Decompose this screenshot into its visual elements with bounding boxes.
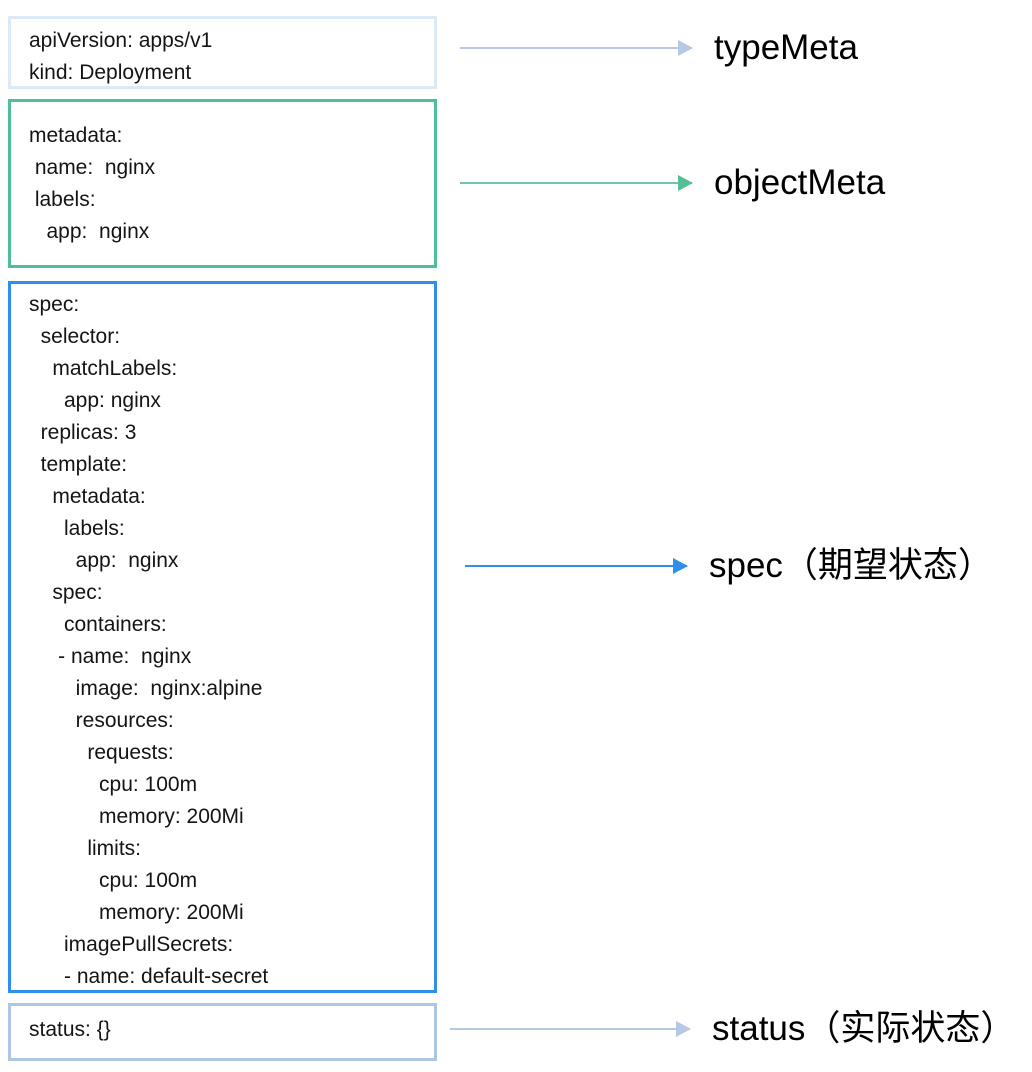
yaml-line: cpu: 100m xyxy=(29,869,198,892)
annotation-objectmeta: objectMeta xyxy=(460,163,885,203)
yaml-lines-typemeta: apiVersion: apps/v1 kind: Deployment xyxy=(11,19,434,99)
yaml-line: replicas: 3 xyxy=(29,421,137,444)
yaml-line: memory: 200Mi xyxy=(29,901,244,924)
annotation-label-typemeta: typeMeta xyxy=(714,28,858,67)
yaml-line: labels: xyxy=(29,517,125,540)
yaml-line: resources: xyxy=(29,709,174,732)
yaml-lines-status: status: {} xyxy=(11,1006,434,1056)
yaml-line: spec: xyxy=(29,293,80,316)
yaml-line: template: xyxy=(29,453,128,476)
yaml-line: spec: xyxy=(29,581,103,604)
yaml-line: metadata: xyxy=(29,124,123,147)
yaml-line: labels: xyxy=(29,188,96,211)
annotation-typemeta: typeMeta xyxy=(460,28,858,68)
annotation-label-objectmeta: objectMeta xyxy=(714,163,886,202)
yaml-line: imagePullSecrets: xyxy=(29,933,234,956)
annotation-spec: spec（期望状态） xyxy=(465,546,993,586)
yaml-line: app: nginx xyxy=(29,220,150,243)
yaml-line: app: nginx xyxy=(29,389,161,412)
annotation-label-status: status（实际状态） xyxy=(712,1009,1016,1048)
yaml-line: memory: 200Mi xyxy=(29,805,244,828)
yaml-line: selector: xyxy=(29,325,121,348)
yaml-line: - name: nginx xyxy=(29,645,192,668)
yaml-box-objectmeta: metadata: name: nginx labels: app: nginx xyxy=(8,99,437,268)
yaml-line: name: nginx xyxy=(29,156,156,179)
yaml-line: limits: xyxy=(29,837,142,860)
yaml-line: image: nginx:alpine xyxy=(29,677,263,700)
annotation-status: status（实际状态） xyxy=(450,1009,1015,1049)
yaml-box-status: status: {} xyxy=(8,1003,437,1061)
arrow-right-icon xyxy=(460,40,693,56)
yaml-line: kind: Deployment xyxy=(29,61,192,84)
yaml-lines-objectmeta: metadata: name: nginx labels: app: nginx xyxy=(11,102,434,258)
yaml-lines-spec: spec: selector: matchLabels: app: nginx … xyxy=(11,284,434,1003)
arrow-right-icon xyxy=(465,558,688,574)
arrow-right-icon xyxy=(460,175,693,191)
yaml-line: apiVersion: apps/v1 xyxy=(29,29,213,52)
yaml-line: containers: xyxy=(29,613,167,636)
yaml-line: metadata: xyxy=(29,485,146,508)
yaml-line: requests: xyxy=(29,741,174,764)
yaml-line: matchLabels: xyxy=(29,357,178,380)
yaml-box-typemeta: apiVersion: apps/v1 kind: Deployment xyxy=(8,16,437,89)
yaml-line: - name: default-secret xyxy=(29,965,269,988)
yaml-line: cpu: 100m xyxy=(29,773,198,796)
yaml-box-spec: spec: selector: matchLabels: app: nginx … xyxy=(8,281,437,993)
yaml-line: status: {} xyxy=(29,1018,111,1041)
annotation-label-spec: spec（期望状态） xyxy=(709,546,993,585)
yaml-line: app: nginx xyxy=(29,549,179,572)
arrow-right-icon xyxy=(450,1021,691,1037)
